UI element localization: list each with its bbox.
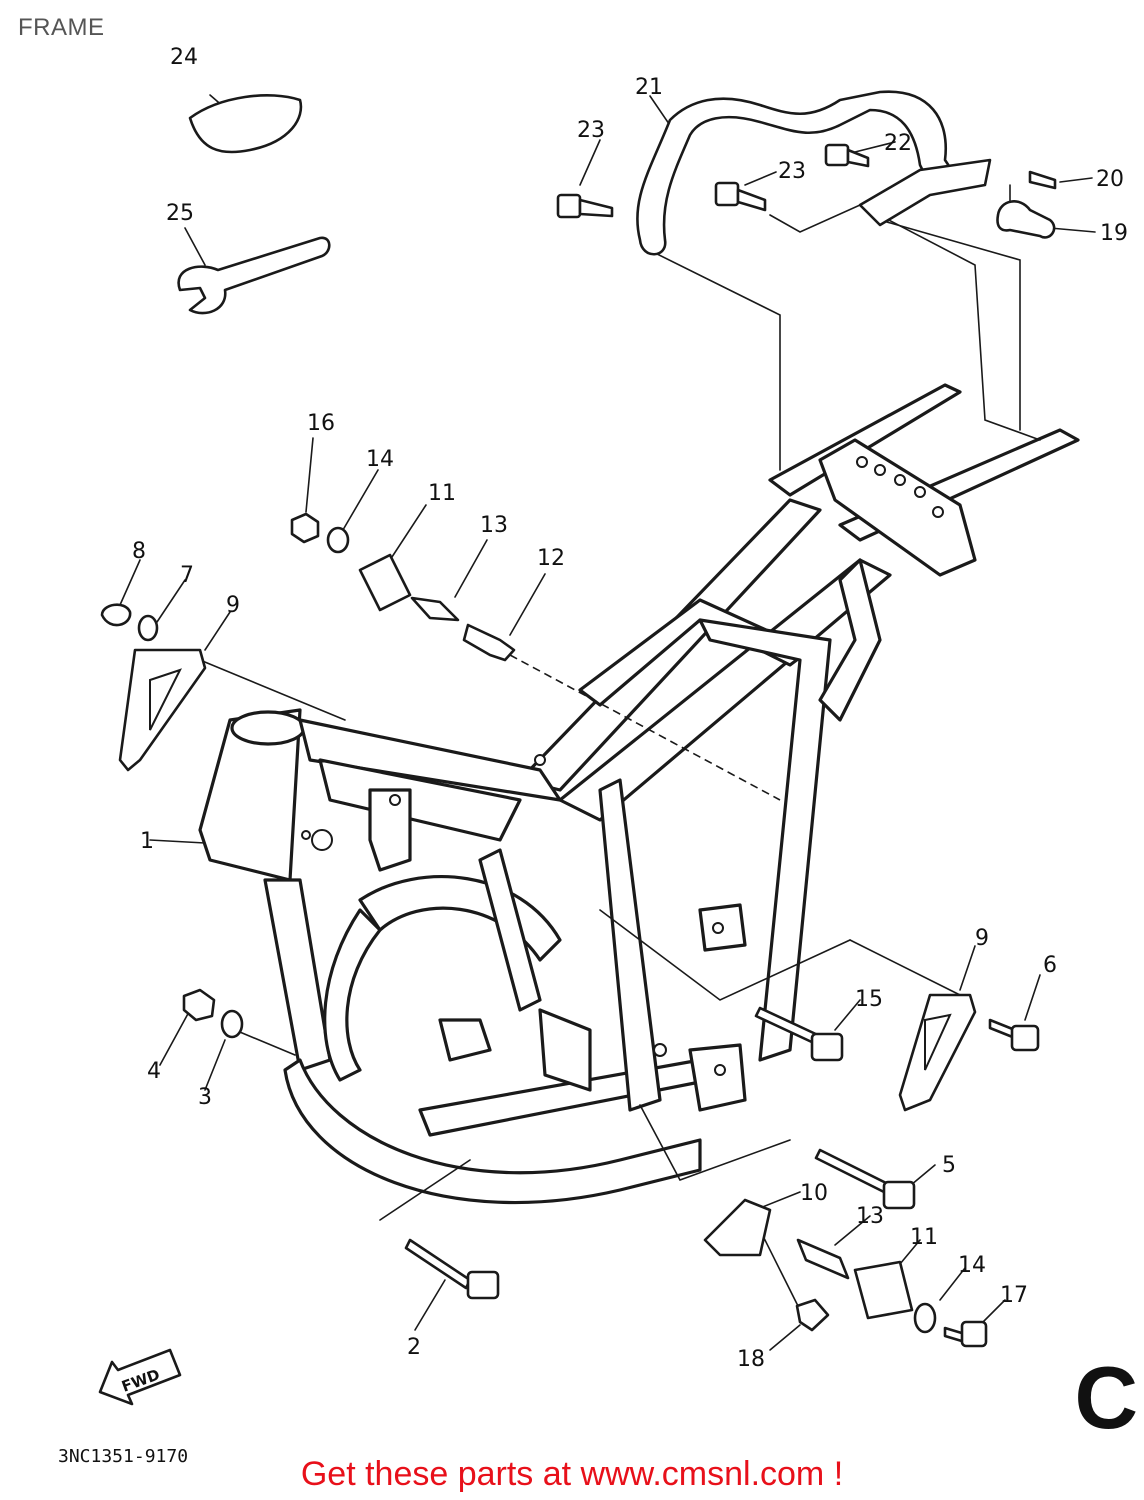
part-17-bolt[interactable]	[943, 1320, 988, 1348]
part-22-bolt[interactable]	[824, 143, 870, 168]
part-7-washer[interactable]	[137, 614, 159, 642]
part-19-clamp[interactable]	[996, 200, 1056, 239]
part-8-nut[interactable]	[100, 603, 132, 627]
part-18-bolt[interactable]	[795, 1298, 830, 1332]
callout-20: 20	[1096, 167, 1124, 192]
part-2-bolt[interactable]	[404, 1238, 500, 1300]
callout-11-lower: 11	[910, 1225, 938, 1250]
callout-14-upper: 14	[366, 447, 394, 472]
callout-8: 8	[132, 539, 146, 564]
callout-19: 19	[1100, 221, 1128, 246]
part-3-washer[interactable]	[220, 1009, 244, 1039]
callout-11-upper: 11	[428, 481, 456, 506]
part-14-washer-lower[interactable]	[913, 1302, 937, 1334]
callout-4: 4	[147, 1059, 161, 1084]
callout-6: 6	[1043, 953, 1057, 978]
callout-10: 10	[800, 1181, 828, 1206]
callout-7: 7	[180, 563, 194, 588]
part-15-bolt[interactable]	[754, 1006, 844, 1062]
callout-5: 5	[942, 1153, 956, 1178]
part-5-bolt[interactable]	[814, 1148, 916, 1210]
callout-1: 1	[140, 829, 154, 854]
callout-15: 15	[855, 987, 883, 1012]
part-24-plate[interactable]	[188, 94, 303, 154]
callout-13-upper: 13	[480, 513, 508, 538]
callout-23-right: 23	[778, 159, 806, 184]
callout-25: 25	[166, 201, 194, 226]
callout-13-lower: 13	[856, 1204, 884, 1229]
callout-labels: 1 2 3 4 5 6 7 8 9 9 10 11 11 12 13 13 14…	[132, 45, 1128, 1372]
callout-17: 17	[1000, 1283, 1028, 1308]
part-9-bracket-left[interactable]	[118, 648, 207, 772]
callout-9-left: 9	[226, 593, 240, 618]
part-25-wrench[interactable]	[177, 236, 331, 315]
part-4-nut[interactable]	[182, 988, 216, 1022]
part-code: 3NC1351-9170	[58, 1446, 188, 1467]
callout-16: 16	[307, 411, 335, 436]
part-12-bolt[interactable]	[462, 623, 516, 662]
part-11-bushing-upper[interactable]	[358, 553, 412, 612]
callout-23-left: 23	[577, 118, 605, 143]
part-14-washer-upper[interactable]	[326, 526, 350, 554]
callout-9-right: 9	[975, 926, 989, 951]
part-11-bushing-lower[interactable]	[853, 1260, 914, 1320]
part-6-bolt[interactable]	[988, 1018, 1040, 1052]
part-9-bracket-right[interactable]	[898, 993, 977, 1112]
callout-3: 3	[198, 1085, 212, 1110]
callout-22: 22	[884, 131, 912, 156]
part-13-collar-upper[interactable]	[410, 596, 460, 622]
callout-12: 12	[537, 546, 565, 571]
callout-18: 18	[737, 1347, 765, 1372]
callout-24: 24	[170, 45, 198, 70]
page-title: FRAME	[18, 14, 105, 41]
fwd-arrow: FWD	[98, 1348, 182, 1406]
part-10-bracket[interactable]	[703, 1198, 772, 1257]
part-23-bolt-right[interactable]	[714, 181, 767, 212]
main-frame[interactable]	[198, 383, 1080, 1204]
grab-bar-bracket	[858, 158, 992, 227]
part-13-collar-lower[interactable]	[796, 1238, 850, 1280]
callout-14-lower: 14	[958, 1253, 986, 1278]
part-16-nut[interactable]	[290, 512, 320, 544]
part-23-bolt-left[interactable]	[556, 193, 614, 219]
callout-2: 2	[407, 1335, 421, 1360]
promo-link[interactable]: Get these parts at www.cmsnl.com !	[300, 1455, 844, 1493]
callout-21: 21	[635, 75, 663, 100]
corner-letter: C	[1074, 1348, 1138, 1447]
part-20-screw[interactable]	[1028, 170, 1057, 190]
